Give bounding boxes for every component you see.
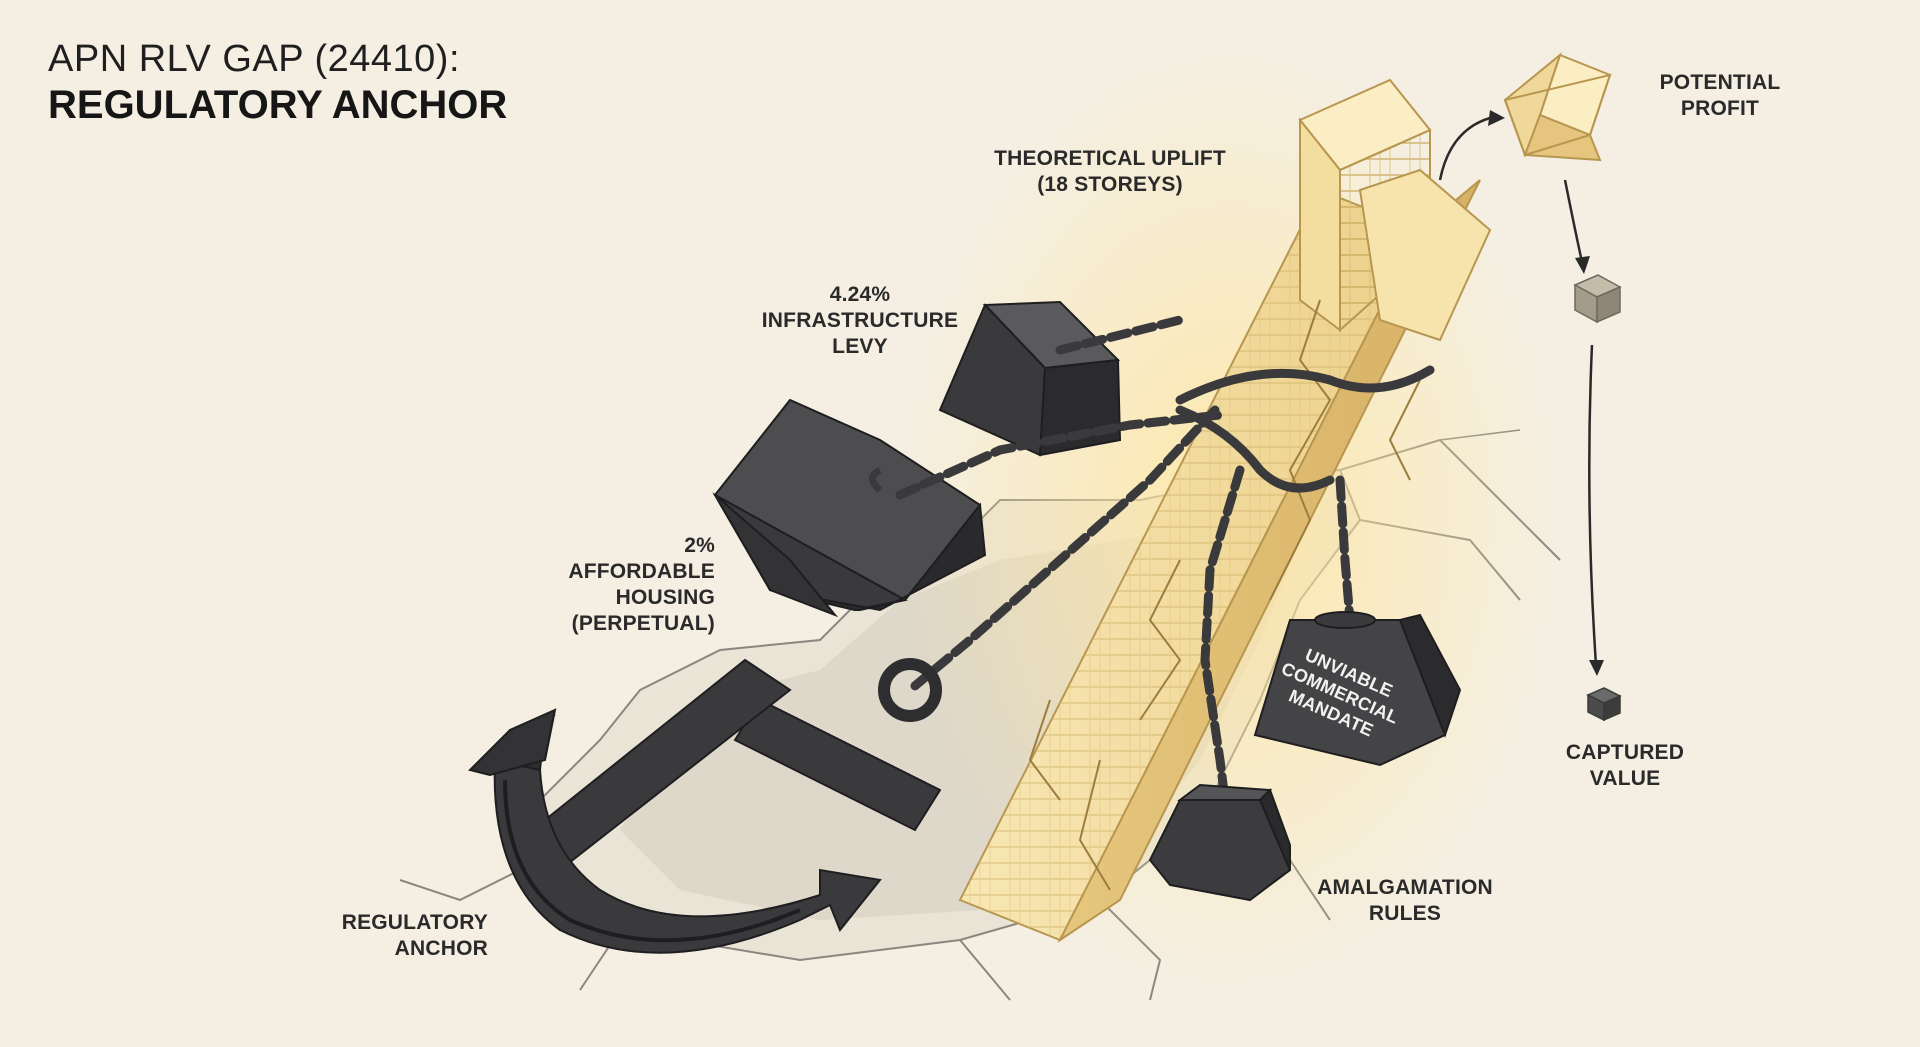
label-theoretical-uplift: THEORETICAL UPLIFT (18 STOREYS) (960, 146, 1260, 198)
chains (895, 315, 1435, 805)
label-line: 2% (684, 534, 715, 557)
label-amalgamation-rules: AMALGAMATION RULES (1300, 875, 1510, 927)
label-affordable-housing: 2% AFFORDABLE HOUSING (PERPETUAL) (500, 533, 715, 637)
potential-profit-cube (1503, 52, 1612, 162)
label-line: PROFIT (1680, 97, 1760, 120)
label-line: 4.24% (829, 283, 891, 306)
label-potential-profit: POTENTIAL PROFIT (1640, 70, 1800, 122)
capture-arrow-head (1589, 660, 1604, 676)
label-line: POTENTIAL (1659, 71, 1781, 94)
shrinking-value-cube (1573, 274, 1622, 324)
affordable-housing-weight (712, 398, 987, 618)
label-line: REGULATORY (341, 911, 488, 934)
unviable-commercial-mandate-weight (1253, 611, 1462, 767)
label-line: ANCHOR (394, 937, 488, 960)
profit-arrow-head (1575, 256, 1590, 274)
label-captured-value: CAPTURED VALUE (1545, 740, 1705, 792)
label-line: RULES (1368, 902, 1442, 925)
label-line: THEORETICAL UPLIFT (994, 147, 1226, 170)
captured-value-cube (1586, 687, 1622, 722)
chain-hook (869, 466, 883, 493)
amalgamation-rules-weight (1148, 783, 1292, 902)
label-line: CAPTURED (1565, 741, 1685, 764)
diagram-title: APN RLV GAP (24410): (48, 38, 461, 80)
label-line: HOUSING (615, 586, 715, 609)
label-line: LEVY (832, 335, 888, 358)
regulatory-anchor (468, 658, 942, 954)
uplift-arrow-head (1488, 110, 1505, 126)
uplift-arrow (1438, 116, 1491, 181)
label-line: (18 STOREYS) (1037, 173, 1183, 196)
label-line: INFRASTRUCTURE (761, 309, 959, 332)
label-regulatory-anchor: REGULATORY ANCHOR (300, 910, 488, 962)
label-infrastructure-levy: 4.24% INFRASTRUCTURE LEVY (740, 282, 980, 360)
label-line: (PERPETUAL) (571, 612, 715, 635)
title-block: APN RLV GAP (24410): REGULATORY ANCHOR (48, 38, 507, 128)
label-line: AFFORDABLE (568, 560, 715, 583)
capture-arrow (1588, 344, 1598, 666)
diagram-subtitle: REGULATORY ANCHOR (48, 83, 508, 127)
label-line: AMALGAMATION (1317, 876, 1493, 899)
label-line: VALUE (1589, 767, 1661, 790)
profit-arrow (1563, 179, 1584, 263)
